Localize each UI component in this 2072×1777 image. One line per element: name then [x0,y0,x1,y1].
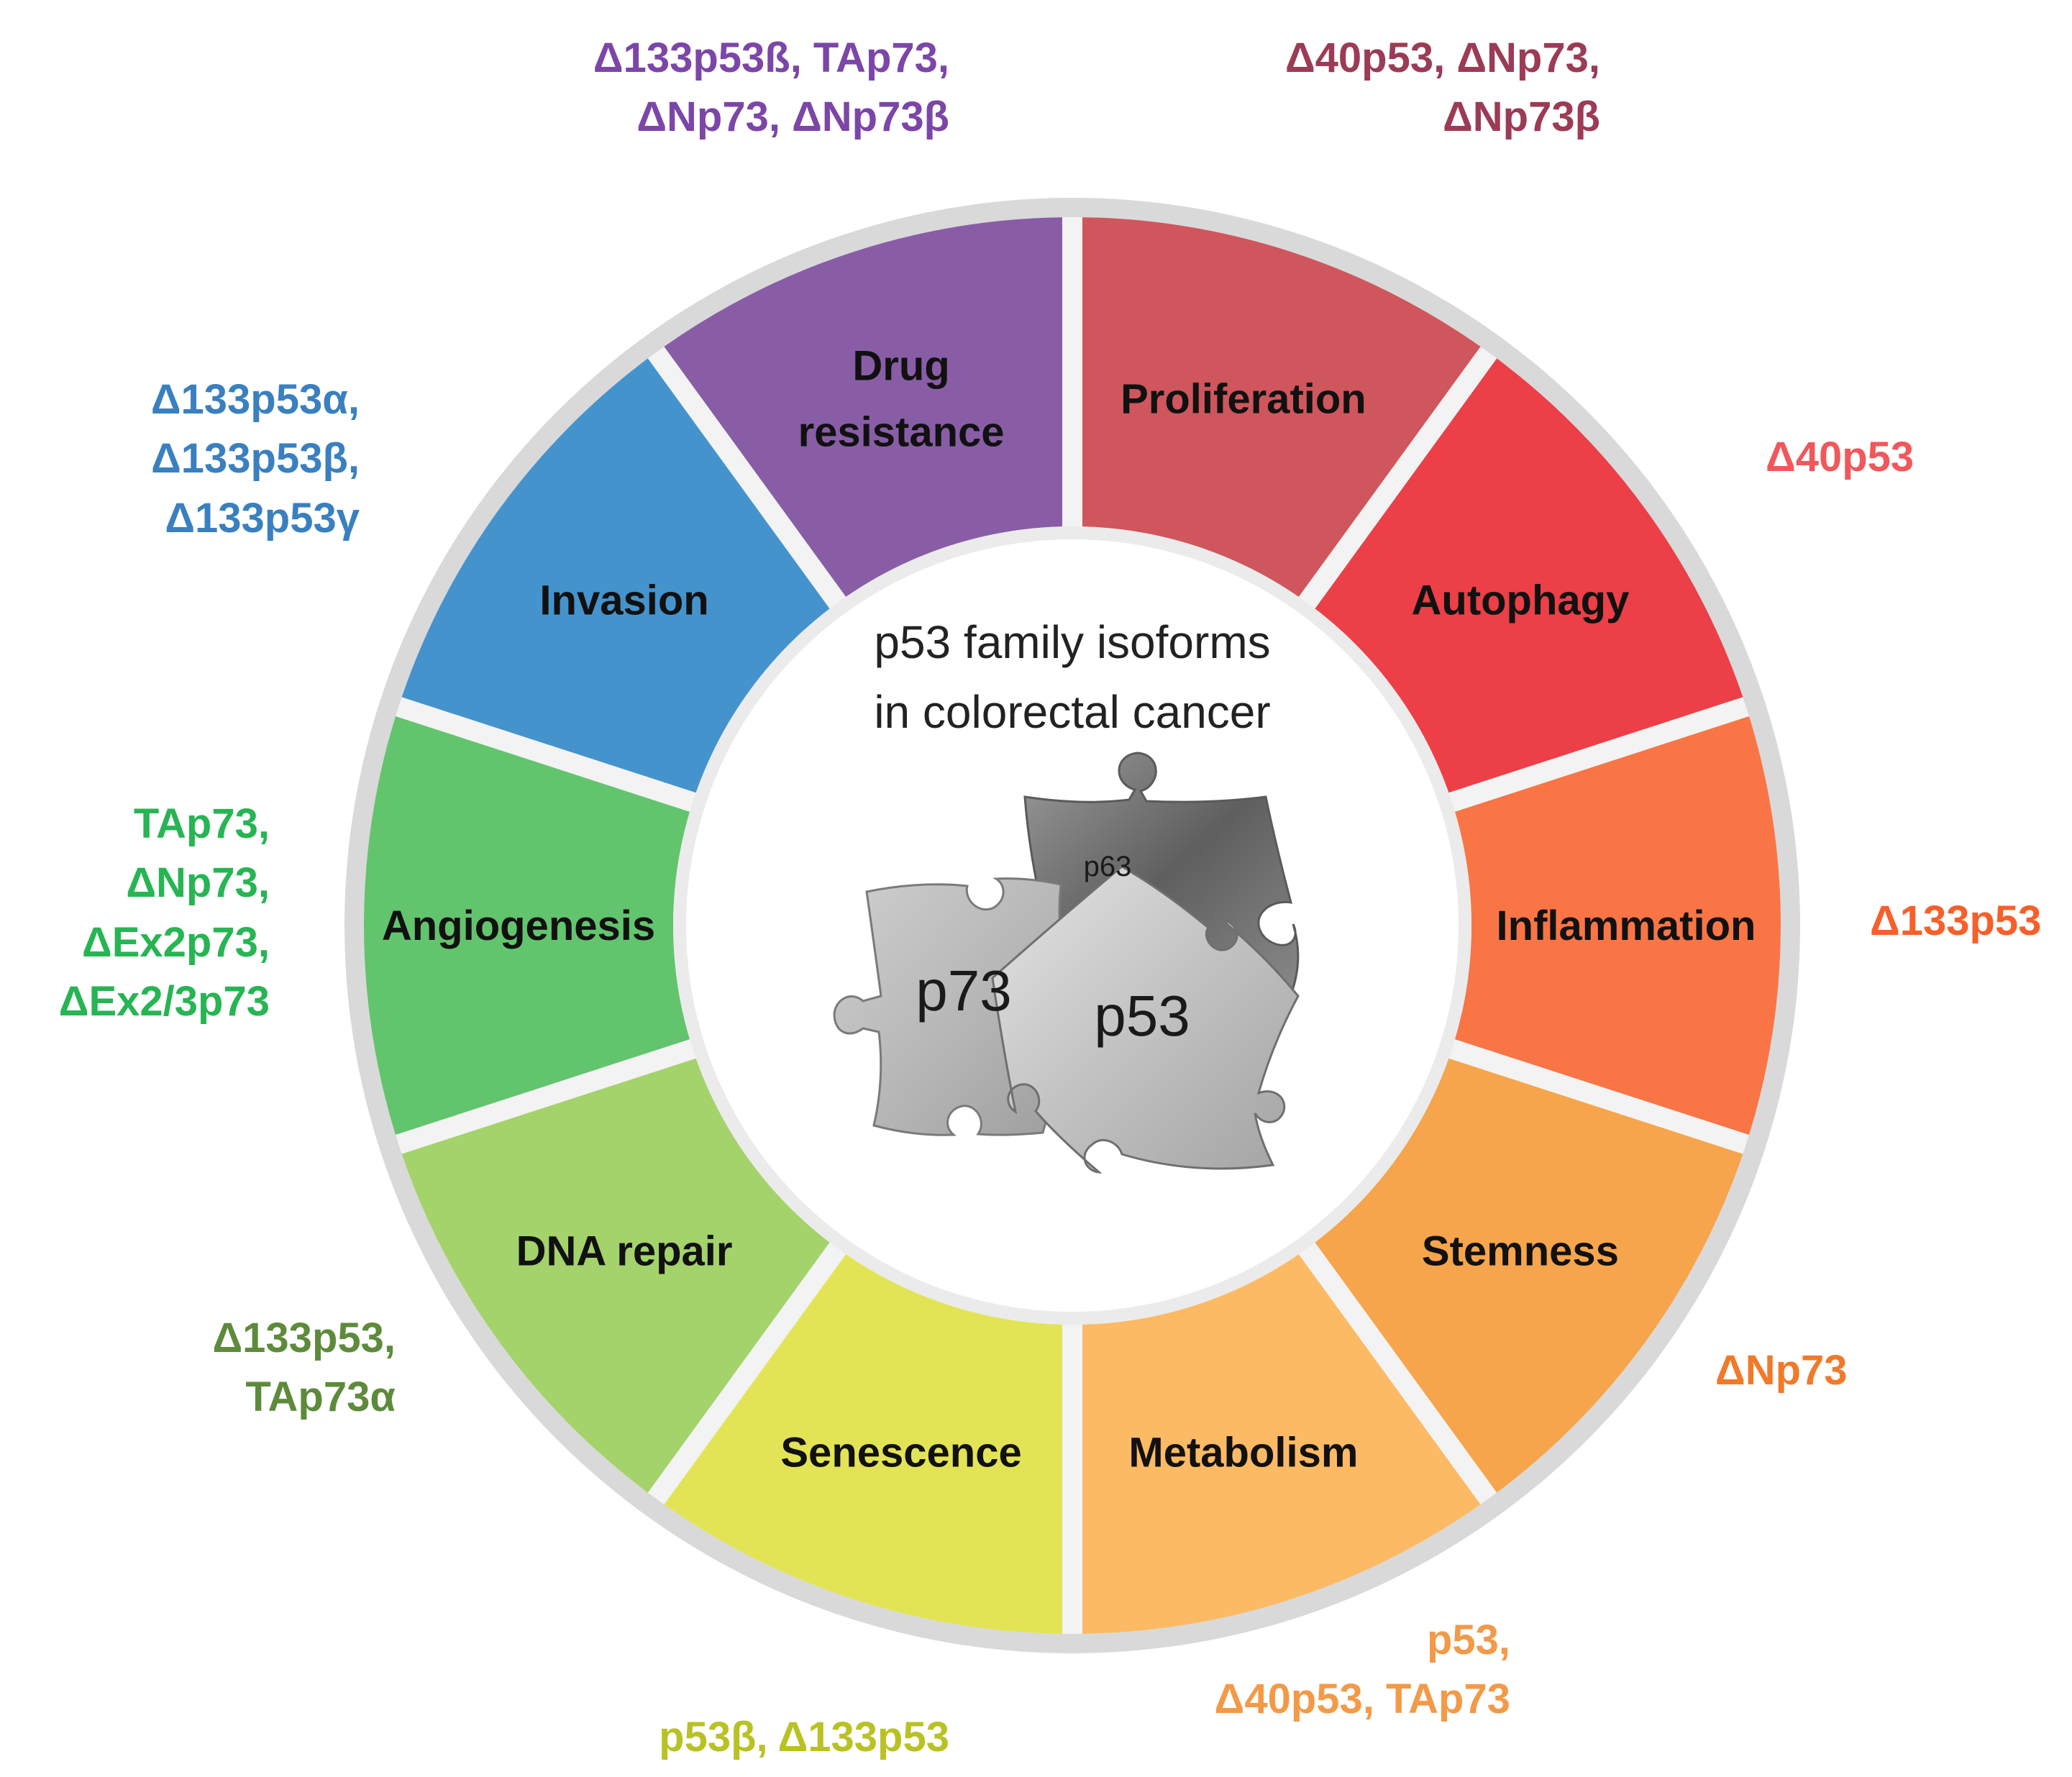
isoforms-metabolism: p53, Δ40p53, TAp73 [1214,1617,1510,1723]
puzzle-label-p53: p53 [1094,984,1190,1048]
segment-proliferation [1082,217,1481,597]
segment-label-line: Angiogenesis [382,903,655,949]
segment-label-dna-repair: DNA repair [516,1228,733,1275]
segment-invasion [401,358,830,793]
puzzle-icon: p63 p73 p53 [833,752,1300,1174]
segment-label-invasion: Invasion [539,577,708,623]
segment-label-senescence: Senescence [780,1429,1021,1476]
segment-label-metabolism: Metabolism [1128,1429,1358,1476]
segment-autophagy [1315,358,1743,793]
segment-label-line: Stemness [1422,1228,1619,1275]
isoforms-senescence: p53β, Δ133p53 [659,1714,949,1760]
segment-label-line: Senescence [780,1429,1021,1476]
isoforms-angiogenesis: TAp73, ΔNp73, ΔEx2p73, ΔEx2/3p73 [58,800,270,1025]
segment-senescence [664,1254,1063,1634]
center-title-line1: p53 family isoforms [874,616,1270,668]
segment-label-angiogenesis: Angiogenesis [382,903,655,949]
isoforms-inflammation: Δ133p53 [1870,897,2042,944]
segment-label-line: Autophagy [1412,577,1630,623]
segment-label-line: Metabolism [1128,1429,1358,1476]
segment-dna-repair [401,1058,830,1493]
segment-label-line: Invasion [539,577,708,623]
isoforms-dna-repair: Δ133p53, TAp73α [212,1315,396,1421]
segment-label-autophagy: Autophagy [1412,577,1630,623]
segment-label-line: Drug [852,343,949,390]
segment-label-line: Proliferation [1121,376,1366,423]
puzzle-label-p73: p73 [916,959,1011,1023]
segment-label-inflammation: Inflammation [1497,903,1756,949]
segment-label-proliferation: Proliferation [1121,376,1366,423]
segment-inflammation [1454,716,1781,1136]
isoforms-autophagy: Δ40p53 [1766,434,1914,480]
isoforms-stemness: ΔNp73 [1715,1347,1848,1394]
puzzle-piece-p53 [991,865,1300,1174]
segment-label-line: Inflammation [1497,903,1756,949]
segment-label-line: DNA repair [516,1228,733,1275]
isoforms-drug-resistance: Δ133p53ß, TAp73, ΔNp73, ΔNp73β [593,35,949,141]
segment-label-drug-resistance: Drug resistance [798,343,1005,456]
segment-drug-resistance [664,217,1063,597]
segment-label-line: resistance [798,409,1005,456]
puzzle-label-p63: p63 [1084,851,1132,882]
segment-angiogenesis [363,716,690,1136]
isoforms-proliferation: Δ40p53, ΔNp73, ΔNp73β [1284,35,1600,141]
segment-stemness [1315,1058,1743,1493]
segment-metabolism [1082,1254,1481,1634]
isoforms-invasion: Δ133p53α, Δ133p53β, Δ133p53γ [150,376,360,542]
center-title-line2: in colorectal cancer [874,686,1270,738]
segment-label-stemness: Stemness [1422,1228,1619,1275]
